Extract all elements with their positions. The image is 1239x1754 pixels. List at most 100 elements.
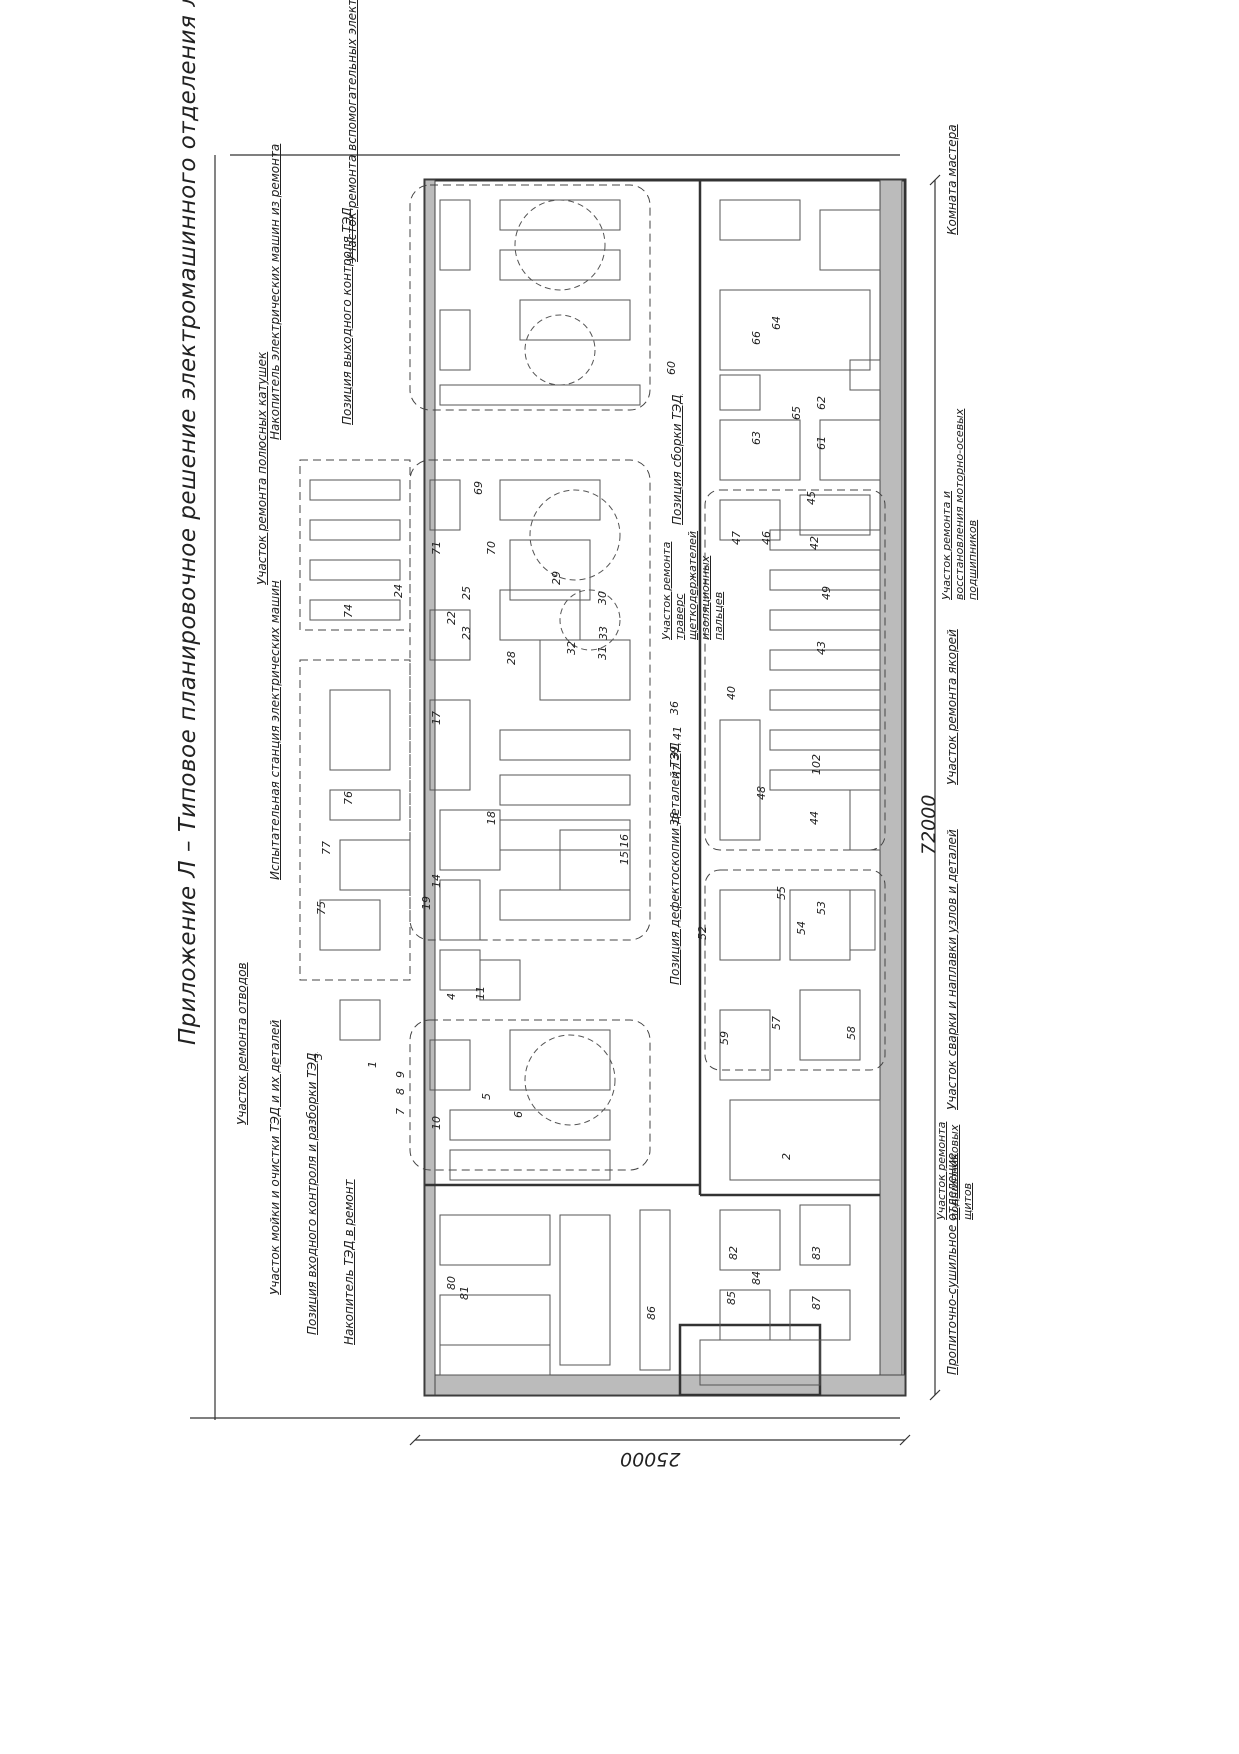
position-number: 31 — [596, 646, 609, 660]
position-number: 61 — [815, 436, 828, 450]
position-number: 18 — [485, 811, 498, 825]
position-number: 69 — [472, 481, 485, 495]
equipment-outline — [769, 569, 881, 591]
equipment-outline — [849, 889, 876, 951]
equipment-outline — [799, 494, 871, 536]
equipment-outline — [719, 1209, 781, 1271]
equipment-outline — [499, 589, 581, 641]
position-number: 42 — [808, 536, 821, 550]
position-number: 87 — [810, 1296, 823, 1310]
position-number: 33 — [597, 626, 610, 640]
crane-radius — [524, 314, 596, 386]
position-number: 41 — [671, 726, 684, 740]
position-number: 8 — [394, 1088, 407, 1095]
equipment-outline — [499, 729, 631, 761]
callout-defectoscopy: Позиция дефектоскопии деталей ТЭД — [668, 742, 682, 985]
position-number: 39 — [668, 746, 681, 760]
drawing-title: Приложение Л – Типовое планировочное реш… — [175, 0, 201, 1045]
position-number: 60 — [665, 361, 678, 375]
equipment-outline — [339, 839, 411, 891]
equipment-outline — [439, 199, 471, 271]
position-number: 14 — [430, 874, 443, 888]
equipment-outline — [499, 479, 601, 521]
callout-welding: Участок сварки и наплавки узлов и детале… — [945, 829, 959, 1110]
equipment-outline — [559, 1214, 611, 1366]
dimension-lines — [190, 154, 941, 1446]
position-number: 10 — [430, 1116, 443, 1130]
equipment-outline — [519, 299, 631, 341]
equipment-outline — [719, 289, 871, 371]
position-number: 29 — [550, 571, 563, 585]
position-number: 46 — [760, 531, 773, 545]
position-number: 24 — [392, 584, 405, 598]
position-number: 32 — [565, 641, 578, 655]
equipment-outline — [719, 889, 781, 961]
position-number: 49 — [820, 586, 833, 600]
equipment-outline — [719, 499, 781, 541]
equipment-outline — [769, 609, 881, 631]
callout-master-room: Комната мастера — [945, 124, 959, 235]
callout-armatures: Участок ремонта якорей — [945, 629, 959, 785]
position-number: 86 — [645, 1306, 658, 1320]
equipment-outline — [539, 639, 631, 701]
position-number: 70 — [485, 541, 498, 555]
callout-storage-from-repair: Накопитель электрических машин из ремонт… — [268, 143, 282, 440]
position-number: 80 — [445, 1276, 458, 1290]
equipment-outline — [719, 1009, 771, 1081]
position-number: 82 — [727, 1246, 740, 1260]
dimension-width: 25000 — [620, 1448, 681, 1470]
equipment-outline — [439, 879, 481, 941]
equipment-outline — [319, 899, 381, 951]
position-number: 59 — [718, 1031, 731, 1045]
callout-output-control: Позиция выходного контроля ТЭД — [340, 207, 354, 425]
equipment-outline — [849, 789, 881, 851]
position-number: 75 — [315, 901, 328, 915]
callout-storage-to-repair: Накопитель ТЭД в ремонт — [342, 1179, 356, 1345]
crane-radius — [524, 1034, 616, 1126]
callout-leads: Участок ремонта отводов — [235, 962, 249, 1125]
position-number: 6 — [512, 1111, 525, 1118]
equipment-outline — [429, 609, 471, 661]
equipment-outline — [719, 719, 761, 841]
equipment-outline — [799, 989, 861, 1061]
equipment-outline — [309, 559, 401, 581]
position-number: 30 — [596, 591, 609, 605]
position-number: 48 — [755, 786, 768, 800]
dimension-length: 72000 — [918, 794, 940, 855]
position-number: 102 — [810, 754, 823, 775]
position-number: 44 — [808, 811, 821, 825]
position-number: 43 — [815, 641, 828, 655]
equipment-outline — [799, 1204, 851, 1266]
position-number: 53 — [815, 901, 828, 915]
position-number: 45 — [805, 491, 818, 505]
position-number: 81 — [458, 1286, 471, 1300]
position-number: 16 — [618, 834, 631, 848]
position-number: 37 — [671, 764, 684, 778]
equipment-outline — [729, 1099, 881, 1181]
position-number: 38 — [668, 812, 681, 826]
position-number: 19 — [420, 896, 433, 910]
equipment-outline — [429, 699, 471, 791]
callout-impregnation: Пропиточно-сушильное отделение — [945, 1152, 959, 1375]
position-number: 23 — [460, 626, 473, 640]
callout-pole-coils: Участок ремонта полюсных катушек — [255, 351, 269, 585]
equipment-outline — [819, 209, 881, 271]
crane-radius — [514, 199, 606, 291]
position-number: 58 — [845, 1026, 858, 1040]
position-number: 55 — [775, 886, 788, 900]
position-number: 74 — [342, 604, 355, 618]
position-number: 7 — [394, 1108, 407, 1115]
position-number: 22 — [445, 611, 458, 625]
callout-wash: Участок мойки и очистки ТЭД и их деталей — [268, 1019, 282, 1295]
equipment-outline — [309, 519, 401, 541]
equipment-outline — [449, 1149, 611, 1181]
position-number: 52 — [696, 926, 709, 940]
equipment-outline — [719, 374, 761, 411]
position-number: 11 — [474, 986, 487, 1000]
equipment-outline — [509, 539, 591, 601]
equipment-outline — [769, 529, 881, 551]
position-number: 15 — [618, 851, 631, 865]
equipment-outline — [439, 1344, 551, 1376]
